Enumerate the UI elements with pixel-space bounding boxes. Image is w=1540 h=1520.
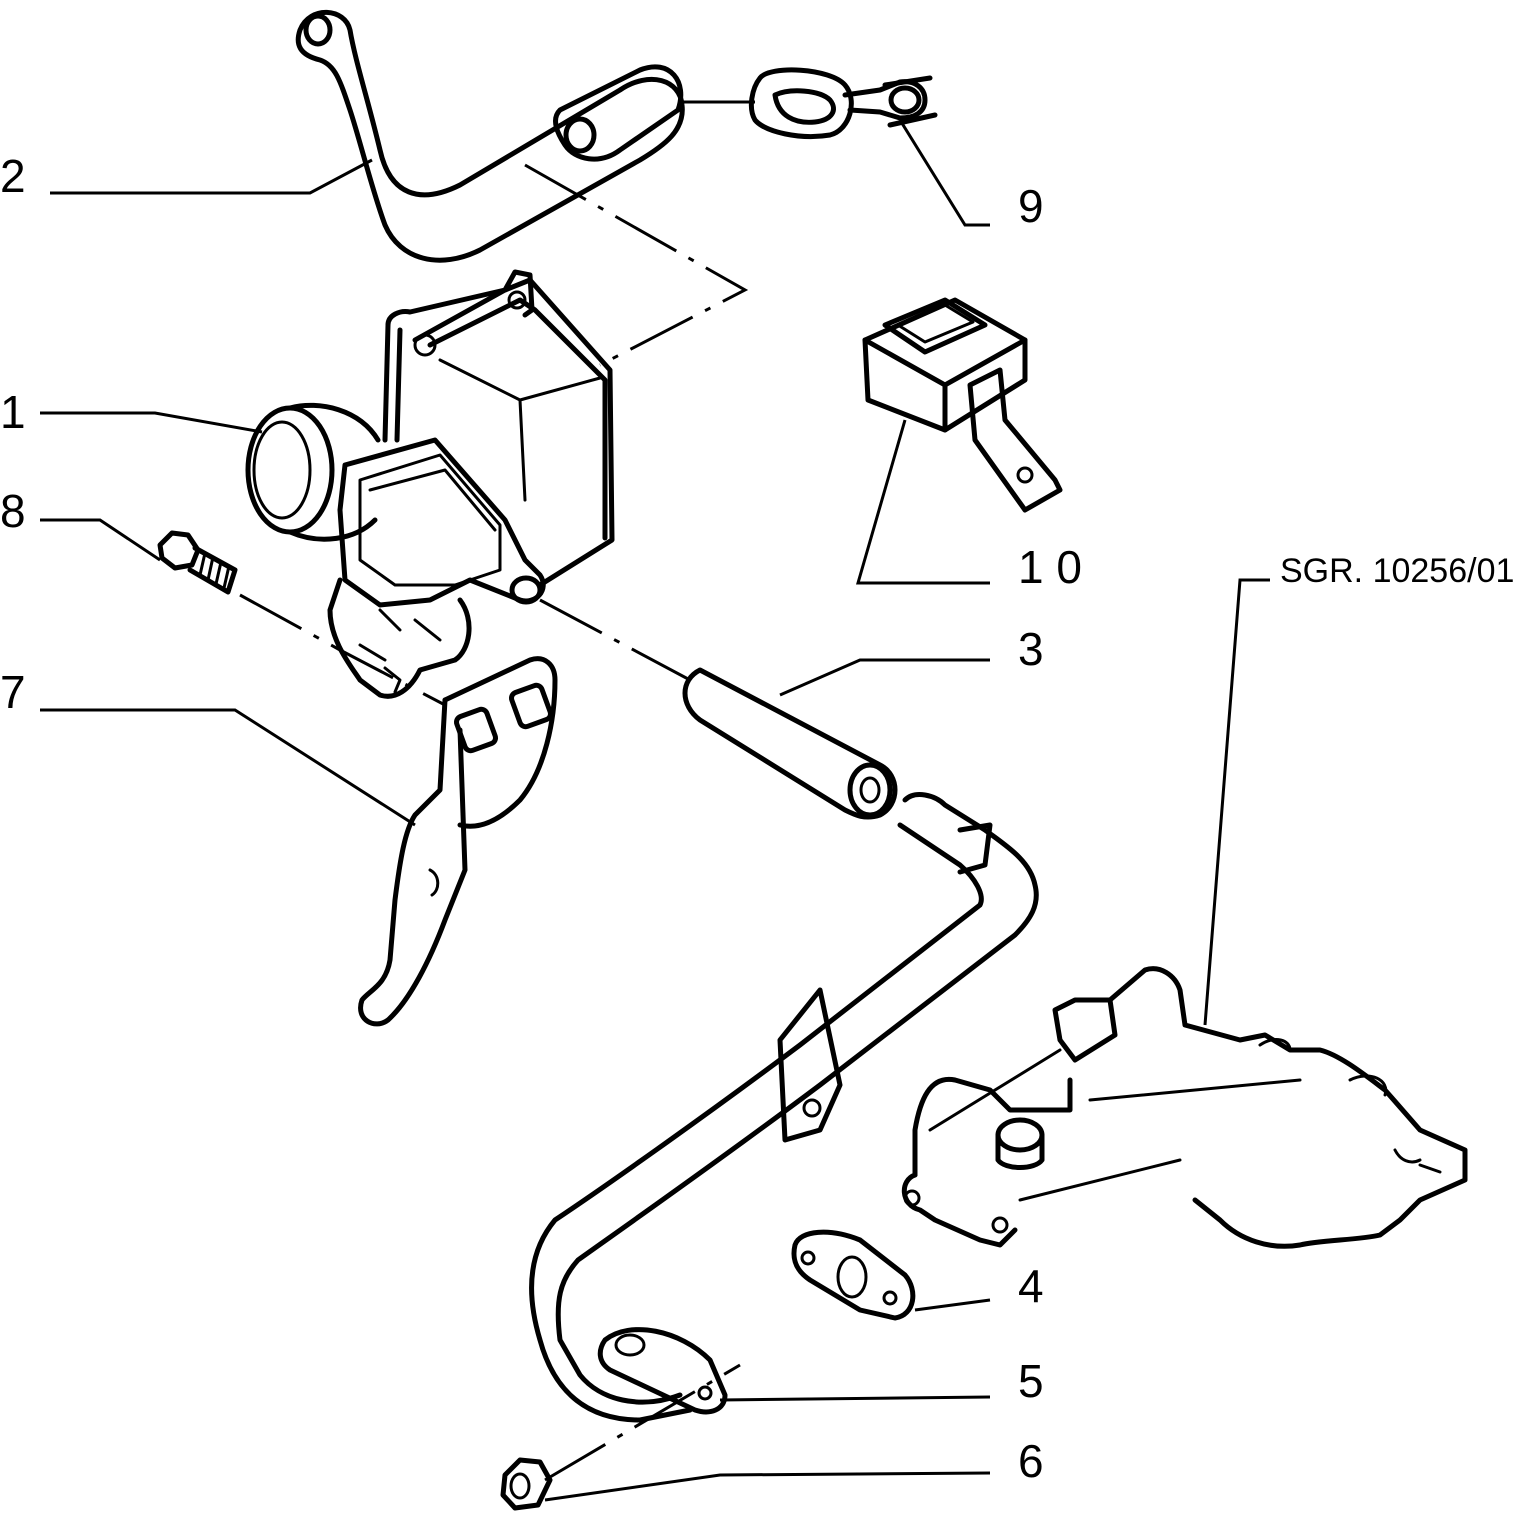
callout-2: 2 xyxy=(0,150,26,202)
part-3-hose xyxy=(682,667,898,820)
callout-labels: 1 2 3 4 5 6 7 8 9 1 0 SGR. 10256/01 xyxy=(0,150,1514,1487)
exhaust-manifold xyxy=(901,966,1468,1249)
part-1-actuator xyxy=(245,269,615,699)
part-2-hose xyxy=(295,9,685,263)
callout-10: 1 0 xyxy=(1018,541,1082,593)
part-6-nut xyxy=(500,1457,553,1511)
pipe-assembly xyxy=(529,792,1039,1423)
reference-code: SGR. 10256/01 xyxy=(1280,552,1514,590)
callout-5: 5 xyxy=(1018,1355,1044,1407)
part-9-clamp xyxy=(748,67,938,140)
part-10-relay xyxy=(862,297,1063,513)
part-8-bolt xyxy=(157,530,238,595)
leader-lines xyxy=(40,100,1270,1502)
callout-3: 3 xyxy=(1018,623,1044,675)
callout-4: 4 xyxy=(1018,1260,1044,1312)
callout-7: 7 xyxy=(0,666,26,718)
callout-8: 8 xyxy=(0,485,26,537)
part-7-bracket xyxy=(358,656,558,1027)
callout-6: 6 xyxy=(1018,1435,1044,1487)
callout-9: 9 xyxy=(1018,180,1044,232)
part-4-gasket xyxy=(791,1229,916,1321)
callout-1: 1 xyxy=(0,386,26,438)
